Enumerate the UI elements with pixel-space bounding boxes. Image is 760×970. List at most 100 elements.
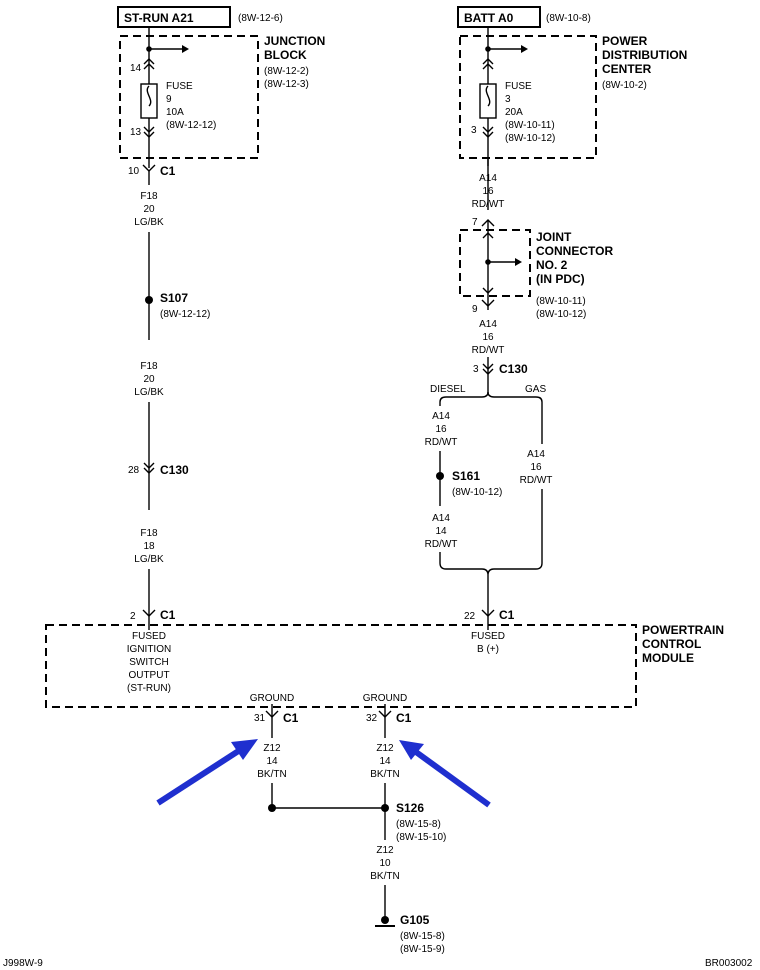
source-st-run: ST-RUN A21 (8W-12-6) [117,6,283,28]
junction-block-ref-2: (8W-12-3) [264,79,309,90]
fuse-9-num: 9 [166,94,172,105]
batt-box [457,6,541,28]
splice-s161-name: S161 [452,469,480,483]
ground-wire-left-gauge: 14 [266,756,278,767]
pcm-title-3: MODULE [642,651,694,665]
fuse-9-icon [140,83,158,119]
right-c1-pcm-pin: 22 [464,611,476,622]
ground-wire-bottom-gauge: 10 [379,858,391,869]
source-batt: BATT A0 (8W-10-8) [457,6,591,28]
right-wire1-color: RD/WT [472,199,505,210]
st-run-name: ST-RUN A21 [124,11,194,25]
ground-right-pin: 32 [366,713,378,724]
jc-title-3: NO. 2 [536,258,568,272]
pdc-title-3: CENTER [602,62,652,76]
ground-wire-left-color: BK/TN [257,769,286,780]
splice-s107-name: S107 [160,291,188,305]
jb-pin-top: 14 [130,63,142,74]
fuse-3-ref-2: (8W-10-12) [505,133,555,144]
ground-wire-bottom-color: BK/TN [370,871,399,882]
diesel-wire1-circuit: A14 [432,411,450,422]
fuse-9-amps: 10A [166,107,184,118]
pcm-title-1: POWERTRAIN [642,623,724,637]
left-wire3-gauge: 18 [143,541,155,552]
pdc-outline [459,35,597,159]
batt-ref: (8W-10-8) [546,13,591,24]
ground-wire-bottom-circuit: Z12 [376,845,394,856]
left-c1-pcm-name: C1 [160,608,176,622]
batt-name: BATT A0 [464,11,514,25]
left-wire1-circuit: F18 [140,191,158,202]
ground-circuit: 31 C1 32 C1 Z12 14 BK/TN Z12 14 BK/TN S1… [254,704,446,955]
ground-right-conn: C1 [396,711,412,725]
junction-block: JUNCTION BLOCK (8W-12-2) (8W-12-3) 14 FU… [119,27,325,168]
jc-title-2: CONNECTOR [536,244,613,258]
jc-ref-2: (8W-10-12) [536,309,586,320]
power-distribution-center: POWER DISTRIBUTION CENTER (8W-10-2) FUSE… [459,27,687,210]
splice-s107-dot [145,296,153,304]
pcm-ground-label-1: GROUND [250,693,294,704]
right-wire2-color: RD/WT [472,345,505,356]
splice-s126-dot [381,804,389,812]
ground-wire-right-color: BK/TN [370,769,399,780]
pcm-ground-label-2: GROUND [363,693,407,704]
diesel-wire1-gauge: 16 [435,424,447,435]
splice-s161-dot [436,472,444,480]
ground-wire-right-circuit: Z12 [376,743,394,754]
fuse-3-ref-1: (8W-10-11) [505,120,555,131]
jb-pin-bottom: 13 [130,127,142,138]
diesel-label: DIESEL [430,384,466,395]
left-c1-pcm-pin: 2 [130,611,136,622]
c1-top-name: C1 [160,164,176,178]
c1-top-connector: 10 C1 [128,164,176,178]
jc-title-1: JOINT [536,230,572,244]
right-wire1-circuit: A14 [479,173,497,184]
left-c130-pin: 28 [128,465,140,476]
ground-left-dot [268,804,276,812]
fuse-3-num: 3 [505,94,511,105]
diesel-wire2-gauge: 14 [435,526,447,537]
diesel-wire2-circuit: A14 [432,513,450,524]
st-run-ref: (8W-12-6) [238,13,283,24]
splice-s161-ref: (8W-10-12) [452,487,502,498]
splice-s107-ref: (8W-12-12) [160,309,210,320]
junction-block-title-2: BLOCK [264,48,307,62]
gas-wire-circuit: A14 [527,449,545,460]
left-wire2-color: LG/BK [134,387,164,398]
footer-right: BR003002 [705,958,753,969]
pcm-right-label-1: B (+) [477,644,499,655]
ground-left-conn: C1 [283,711,299,725]
arrow-left-head-icon [231,739,258,760]
pcm-outline [45,624,637,708]
jc-pin-top: 7 [472,217,478,228]
joint-connector-2: 7 9 JOINT CONNECTOR NO. 2 (IN PDC) (8W-1… [459,217,613,320]
left-wire3-circuit: F18 [140,528,158,539]
junction-block-ref-1: (8W-12-2) [264,66,309,77]
fuse-3-label: FUSE [505,81,532,92]
left-wire1-color: LG/BK [134,217,164,228]
ground-g105-ref-1: (8W-15-8) [400,931,445,942]
right-wire2-gauge: 16 [482,332,494,343]
ground-left-pin: 31 [254,713,266,724]
ground-wire-left-circuit: Z12 [263,743,281,754]
diesel-wire1-color: RD/WT [425,437,458,448]
left-wire1-gauge: 20 [143,204,155,215]
fuse-9-label: FUSE [166,81,193,92]
gas-wire-gauge: 16 [530,462,542,473]
splice-s126-ref-1: (8W-15-8) [396,819,441,830]
pdc-title-2: DISTRIBUTION [602,48,687,62]
diesel-wire2-color: RD/WT [425,539,458,550]
right-c130-pin: 3 [473,364,479,375]
left-c130-name: C130 [160,463,189,477]
pdc-pin-bottom: 3 [471,125,477,136]
footer-left: J998W-9 [3,958,43,969]
splice-s126-name: S126 [396,801,424,815]
left-wire2-circuit: F18 [140,361,158,372]
gas-wire-color: RD/WT [520,475,553,486]
fuse-3-icon [479,83,497,119]
fuse-3-amps: 20A [505,107,523,118]
jc-title-4: (IN PDC) [536,272,585,286]
jc-ref-1: (8W-10-11) [536,296,586,307]
ground-g105-ref-2: (8W-15-9) [400,944,445,955]
